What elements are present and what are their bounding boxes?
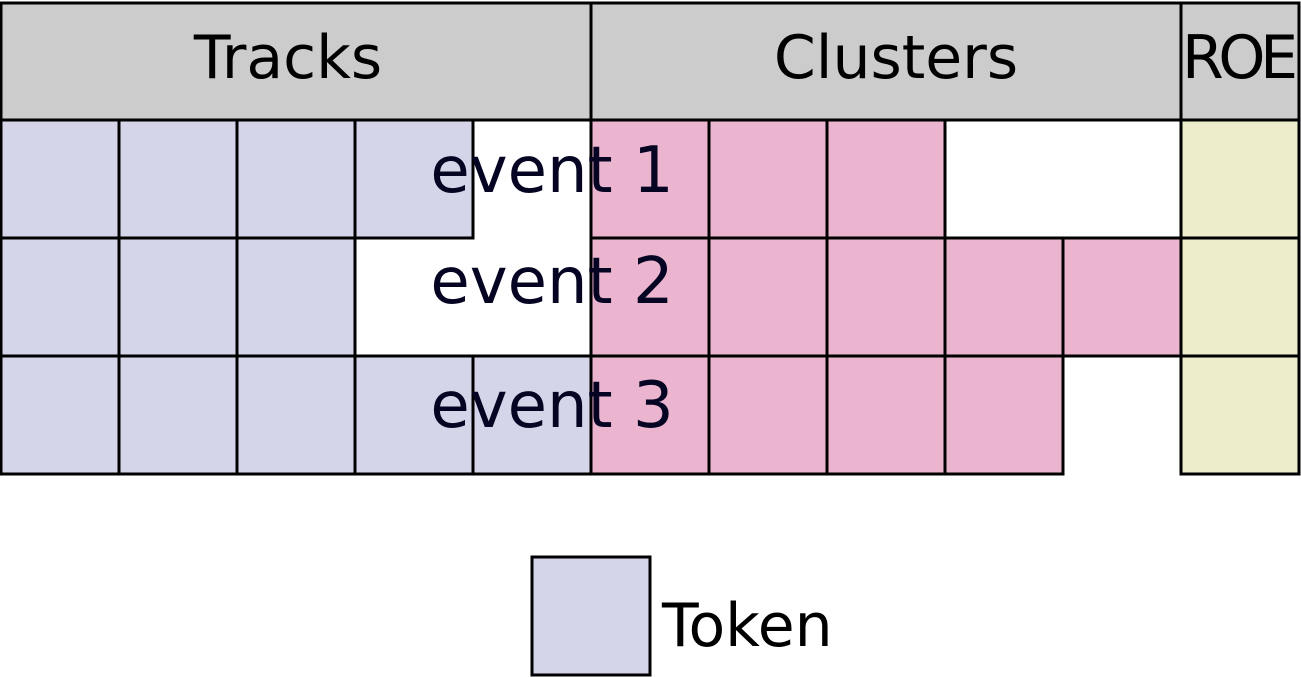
tracks-token xyxy=(235,118,357,240)
section-header-clusters xyxy=(589,1,1183,122)
clusters-token xyxy=(825,118,947,240)
tracks-token xyxy=(0,354,121,476)
section-header-label: Clusters xyxy=(774,23,1018,93)
roe-token xyxy=(1179,354,1301,476)
event-label: event 3 xyxy=(430,369,673,443)
tracks-token xyxy=(117,236,239,358)
tracks-token xyxy=(235,236,357,358)
clusters-token xyxy=(825,354,947,476)
event-label: event 1 xyxy=(430,134,673,208)
tracks-token xyxy=(117,118,239,240)
clusters-token xyxy=(943,354,1065,476)
clusters-token xyxy=(943,236,1065,358)
legend: Token xyxy=(530,555,833,677)
roe-token xyxy=(1179,236,1301,358)
clusters-token xyxy=(1061,236,1183,358)
clusters-token xyxy=(707,236,829,358)
tracks-token xyxy=(0,118,121,240)
event-labels: event 1 event 2 event 3 xyxy=(430,134,673,443)
roe-token xyxy=(1179,118,1301,240)
clusters-token xyxy=(707,354,829,476)
section-header-label: Tracks xyxy=(193,23,382,93)
legend-label: Token xyxy=(661,591,833,661)
tracks-token xyxy=(0,236,121,358)
token-grid xyxy=(0,118,1301,476)
tracks-token xyxy=(117,354,239,476)
tracks-token xyxy=(353,118,475,240)
tracks-token xyxy=(235,354,357,476)
section-headers: Tracks Clusters ROE xyxy=(0,1,1301,122)
section-header-tracks xyxy=(0,1,593,122)
legend-token-swatch xyxy=(530,555,652,677)
clusters-token xyxy=(707,118,829,240)
clusters-token xyxy=(825,236,947,358)
clusters-token xyxy=(589,118,711,240)
section-header-label: ROE xyxy=(1182,23,1298,93)
tracks-token xyxy=(471,354,593,476)
event-label: event 2 xyxy=(430,245,673,319)
